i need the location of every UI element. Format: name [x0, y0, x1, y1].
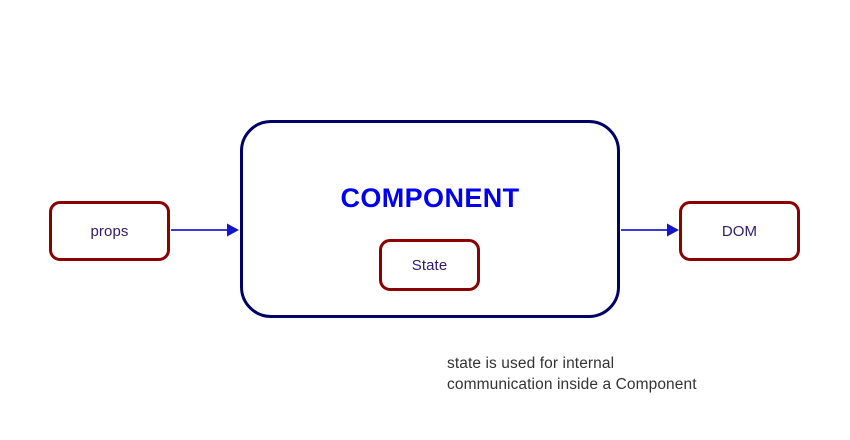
- node-state-label: State: [411, 256, 448, 274]
- node-props[interactable]: props: [49, 201, 170, 261]
- node-dom-label: DOM: [721, 222, 758, 240]
- node-state[interactable]: State: [379, 239, 480, 291]
- arrow-props-to-component: [171, 222, 239, 238]
- node-dom[interactable]: DOM: [679, 201, 800, 261]
- arrow-component-to-dom-svg: [621, 223, 679, 237]
- diagram-caption: state is used for internal communication…: [447, 353, 807, 395]
- arrow-component-to-dom: [621, 222, 679, 238]
- caption-line-1: state is used for internal: [447, 355, 615, 372]
- node-component[interactable]: COMPONENT: [240, 120, 620, 318]
- caption-line-2: communication inside a Component: [447, 376, 697, 393]
- node-props-label: props: [90, 222, 129, 240]
- component-title: COMPONENT: [340, 183, 520, 213]
- arrow-props-to-component-svg: [171, 223, 239, 237]
